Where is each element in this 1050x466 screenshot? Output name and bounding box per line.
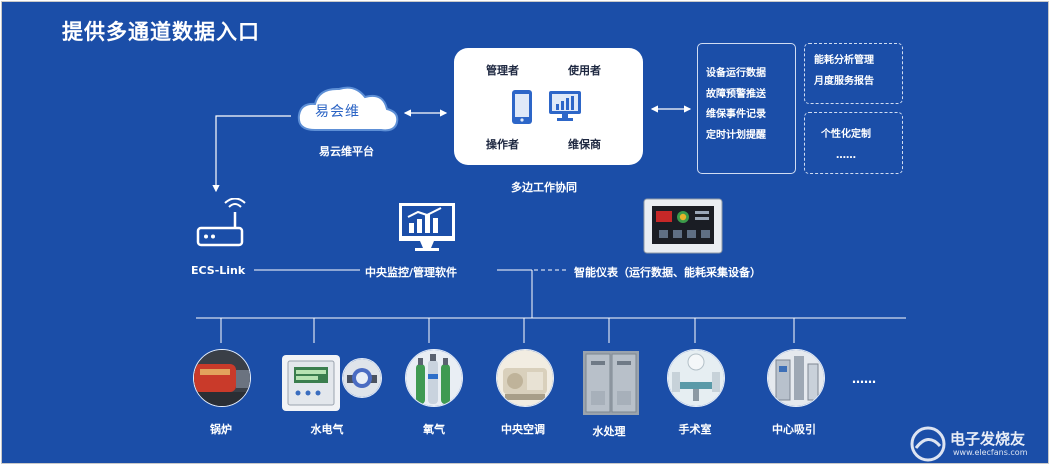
watermark-brand: 电子发烧友 bbox=[950, 430, 1026, 448]
service-item: 月度服务报告 bbox=[814, 75, 874, 87]
function-item: 设备运行数据 bbox=[706, 68, 766, 79]
phone-icon bbox=[512, 90, 532, 124]
water-treatment-icon bbox=[583, 351, 639, 415]
services-bottom-list: 个性化定制 …… bbox=[821, 125, 871, 166]
roles-caption: 多边工作协同 bbox=[511, 181, 577, 194]
smart-meter-icon bbox=[643, 198, 723, 254]
role-user: 使用者 bbox=[568, 64, 601, 77]
page-title: 提供多通道数据入口 bbox=[62, 20, 260, 44]
facility-label-boiler: 锅炉 bbox=[210, 423, 232, 436]
router-icon bbox=[196, 198, 246, 247]
function-item: 故障预警推送 bbox=[706, 88, 766, 100]
cloud-logo-text: 易会维 bbox=[315, 104, 360, 120]
service-item: 能耗分析管理 bbox=[814, 55, 874, 66]
facility-label-water-treatment: 水处理 bbox=[592, 425, 626, 438]
functions-list: 设备运行数据 故障预警推送 维保事件记录 定时计划提醒 bbox=[706, 64, 766, 146]
cloud-router-arrow bbox=[212, 115, 291, 193]
service-item: …… bbox=[836, 149, 856, 161]
facility-label-utilities: 水电气 bbox=[310, 423, 344, 436]
facility-label-central-suction: 中心吸引 bbox=[772, 423, 816, 436]
services-top-panel bbox=[804, 43, 903, 104]
ecs-link-label: ECS-Link bbox=[191, 264, 246, 277]
suction-icon bbox=[767, 349, 825, 407]
smart-meter-label: 智能仪表（运行数据、能耗采集设备） bbox=[574, 266, 761, 279]
facility-label-air-conditioning: 中央空调 bbox=[501, 423, 545, 436]
watermark-logo-icon bbox=[910, 426, 946, 462]
role-manager: 管理者 bbox=[486, 64, 519, 77]
function-item: 定时计划提醒 bbox=[706, 129, 766, 141]
oxygen-icon bbox=[405, 349, 463, 407]
monitor-chart-icon bbox=[549, 91, 581, 121]
electric-meter-icon bbox=[282, 355, 340, 411]
facility-label-operating-room: 手术室 bbox=[678, 423, 712, 436]
central-software-label: 中央监控/管理软件 bbox=[365, 266, 458, 279]
services-bottom-panel bbox=[804, 112, 903, 174]
facility-label-oxygen: 氧气 bbox=[423, 423, 445, 436]
role-operator: 操作者 bbox=[486, 138, 519, 151]
boiler-icon bbox=[193, 349, 251, 407]
service-item: 个性化定制 bbox=[821, 129, 871, 140]
water-meter-icon bbox=[342, 358, 382, 398]
role-maintainer: 维保商 bbox=[568, 138, 601, 151]
cloud-label: 易云维平台 bbox=[319, 145, 374, 158]
functions-panel bbox=[697, 43, 796, 174]
roles-box bbox=[454, 48, 643, 165]
monitor-icon bbox=[399, 203, 455, 251]
more-facilities: …… bbox=[852, 372, 876, 386]
watermark-url: www.elecfans.com bbox=[953, 448, 1028, 457]
air-conditioner-icon bbox=[496, 349, 554, 407]
services-top-list: 能耗分析管理 月度服务报告 bbox=[814, 51, 874, 92]
cloud-icon bbox=[297, 86, 399, 132]
operating-room-icon bbox=[667, 349, 725, 407]
function-item: 维保事件记录 bbox=[706, 109, 766, 120]
